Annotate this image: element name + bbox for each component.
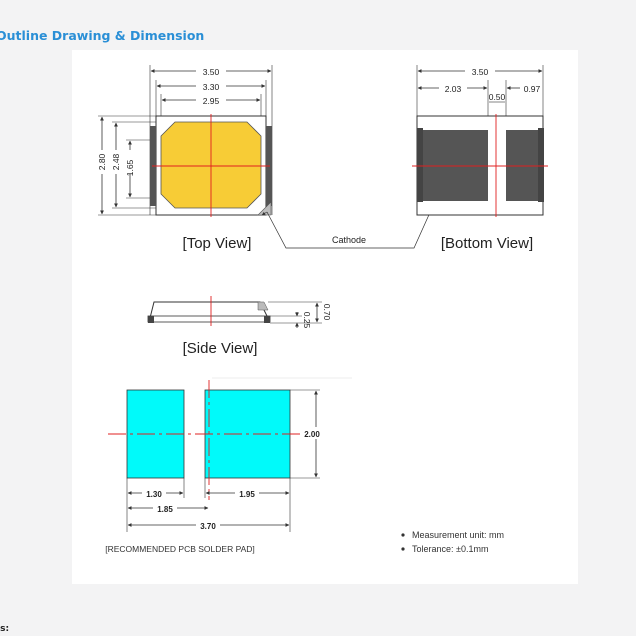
- solder-pad-drawing: 2.00 1.30 1.95 1.85 3.70 [RECOMMENDED PC…: [105, 377, 352, 554]
- note-unit: Measurement unit: mm: [412, 530, 504, 540]
- top-height-2-80: 2.80: [97, 153, 107, 170]
- side-view-caption: [Side View]: [183, 340, 258, 357]
- pad-left-1-30: 1.30: [146, 490, 162, 499]
- note-tolerance: Tolerance: ±0.1mm: [412, 544, 488, 554]
- notes-list: Measurement unit: mm Tolerance: ±0.1mm: [401, 530, 504, 554]
- pad-height-2-00: 2.00: [304, 430, 320, 439]
- top-view: 3.50 3.30 2.95 2.80 2.48 1.65 [Top View]: [96, 65, 273, 252]
- side-height-0-70: 0.70: [322, 304, 332, 321]
- bottom-left-pad-2-03: 2.03: [445, 84, 462, 94]
- drawing-panel: 3.50 3.30 2.95 2.80 2.48 1.65 [Top View]: [72, 50, 578, 584]
- bottom-cathode-pad: [506, 130, 540, 201]
- bottom-right-pad-0-97: 0.97: [524, 84, 541, 94]
- section-title: Outline Drawing & Dimension: [0, 28, 205, 43]
- notes-heading: es:: [0, 624, 10, 634]
- cathode-label: Cathode: [332, 235, 366, 245]
- top-width-3-50: 3.50: [203, 67, 220, 77]
- top-width-3-30: 3.30: [203, 82, 220, 92]
- top-height-2-48: 2.48: [111, 153, 121, 170]
- top-view-caption: [Top View]: [183, 235, 252, 252]
- side-view: 0.70 0.25 [Side View]: [147, 296, 332, 357]
- bottom-anode-pad: [422, 130, 488, 201]
- solder-pad-caption: [RECOMMENDED PCB SOLDER PAD]: [105, 544, 255, 554]
- cathode-leader: Cathode: [261, 207, 433, 249]
- bottom-view-caption: [Bottom View]: [441, 235, 533, 252]
- bottom-width-3-50: 3.50: [472, 67, 489, 77]
- bottom-gap-0-50: 0.50: [489, 92, 506, 102]
- pad-total-3-70: 3.70: [200, 522, 216, 531]
- bottom-view: 3.50 2.03 0.50 0.97 [Bottom View]: [412, 65, 548, 252]
- outline-drawing: 3.50 3.30 2.95 2.80 2.48 1.65 [Top View]: [96, 65, 548, 554]
- side-base-0-25: 0.25: [302, 312, 312, 329]
- pad-right-1-95: 1.95: [239, 490, 255, 499]
- top-width-2-95: 2.95: [203, 96, 220, 106]
- top-height-1-65: 1.65: [125, 159, 135, 176]
- pad-pitch-1-85: 1.85: [157, 505, 173, 514]
